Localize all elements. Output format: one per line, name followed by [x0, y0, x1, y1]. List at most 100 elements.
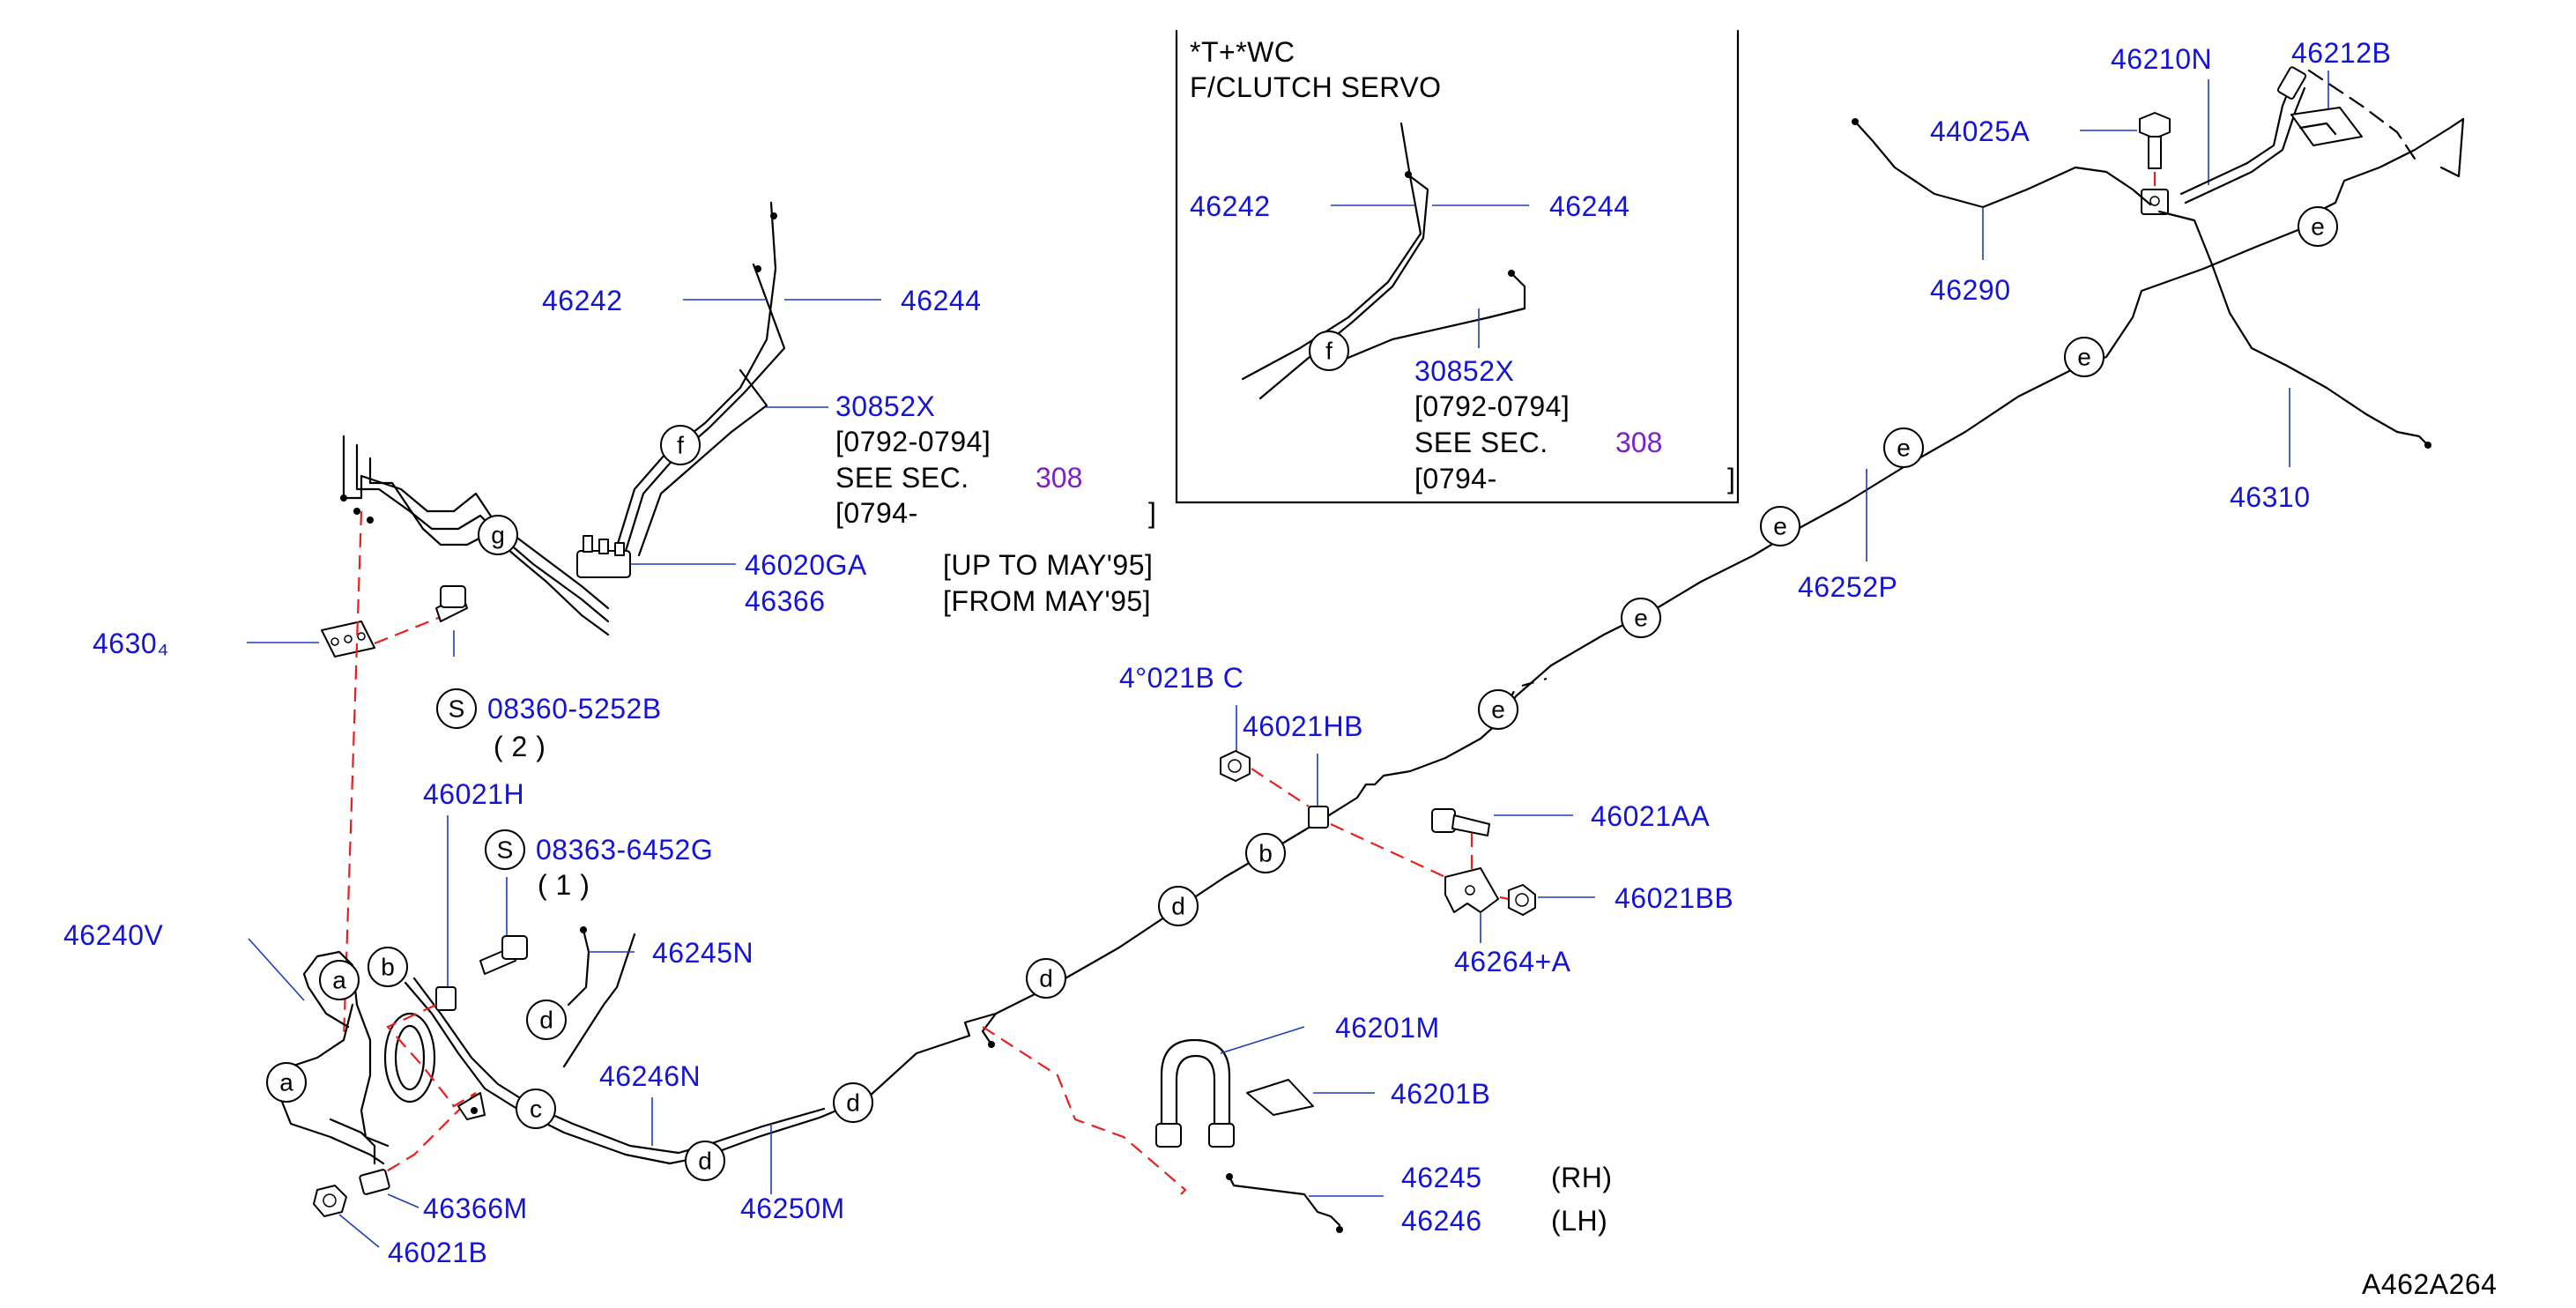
callout-e-5[interactable]	[2064, 337, 2105, 377]
part-46310[interactable]: 46310	[2230, 481, 2310, 513]
inset-range-1: [0792-0794]	[1414, 390, 1570, 422]
callout-g[interactable]	[478, 515, 518, 555]
part-46366m[interactable]: 46366M	[423, 1193, 528, 1224]
inset-see-sec: SEE SEC.	[1414, 427, 1548, 458]
screw-08363-6452g[interactable]: 08363-6452G	[536, 834, 713, 866]
callout-f-inset-label: f	[1325, 338, 1333, 365]
part-46264a[interactable]: 46264+A	[1454, 946, 1571, 977]
inset-part-46244[interactable]: 46244	[1549, 190, 1629, 222]
callout-f[interactable]	[660, 425, 701, 465]
callout-d-5-label: d	[1171, 893, 1185, 920]
part-46021hb[interactable]: 46021HB	[1243, 710, 1363, 742]
part-46244[interactable]: 46244	[901, 285, 981, 316]
part-46212b[interactable]: 46212B	[2291, 37, 2391, 69]
screw-08360-5252b[interactable]: 08360-5252B	[487, 693, 662, 725]
fitting-46210n[interactable]	[2141, 189, 2169, 215]
callout-d-1-label: d	[698, 1148, 712, 1175]
range-2: [0794-	[835, 497, 918, 529]
bolt-08363[interactable]	[479, 935, 528, 975]
bolt-44025a[interactable]	[2139, 112, 2171, 169]
clip-46212b[interactable]	[2290, 107, 2363, 146]
part-46021aa[interactable]: 46021AA	[1591, 800, 1710, 832]
callout-b-left[interactable]	[367, 947, 408, 987]
inset-see-sec-link[interactable]: 308	[1615, 427, 1662, 458]
part-46252p[interactable]: 46252P	[1798, 571, 1897, 603]
callout-e-1[interactable]	[1478, 689, 1518, 730]
callout-d-4[interactable]	[1026, 958, 1066, 999]
bracket-46264a[interactable]	[1444, 867, 1499, 913]
part-46021bc[interactable]: 4°021B C	[1119, 662, 1243, 694]
front-brake-lines: 46242 46244 30852X [0792-0794] SEE SEC. …	[63, 201, 1156, 1268]
nut-46021bc[interactable]	[1220, 750, 1251, 782]
inset-part-46242[interactable]: 46242	[1190, 190, 1270, 222]
callout-g-label: g	[491, 522, 505, 549]
clip-46021h[interactable]	[435, 986, 457, 1011]
part-46021h[interactable]: 46021H	[423, 778, 524, 810]
range-2-close: ]	[1148, 497, 1156, 529]
callout-a-lower[interactable]	[266, 1062, 307, 1103]
callout-d-5[interactable]	[1158, 886, 1199, 926]
part-46290[interactable]: 46290	[1930, 274, 2010, 306]
part-46250m[interactable]: 46250M	[740, 1193, 845, 1224]
callout-c[interactable]	[516, 1089, 556, 1129]
callout-e-1-label: e	[1491, 696, 1505, 724]
part-46242[interactable]: 46242	[542, 285, 622, 316]
nut-46021bb[interactable]	[1508, 884, 1536, 916]
callout-b-left-label: b	[381, 954, 395, 981]
callout-d-3[interactable]	[526, 1000, 567, 1040]
part-46020ga[interactable]: 46020GA	[745, 549, 867, 581]
clip-46201b[interactable]	[1246, 1079, 1314, 1116]
callout-e-2[interactable]	[1621, 598, 1661, 638]
callout-e-3[interactable]	[1760, 506, 1800, 546]
callout-f-inset[interactable]	[1309, 331, 1349, 371]
part-46021b[interactable]: 46021B	[388, 1237, 487, 1268]
bolt-46021aa[interactable]	[1431, 808, 1490, 836]
part-46021bb[interactable]: 46021BB	[1615, 882, 1733, 914]
note-up-to-may95: [UP TO MAY'95]	[943, 549, 1153, 581]
part-46245n[interactable]: 46245N	[652, 937, 753, 969]
part-46240v[interactable]: 46240V	[63, 919, 163, 951]
part-46201b[interactable]: 46201B	[1391, 1078, 1490, 1110]
callout-e-4[interactable]	[1883, 427, 1924, 468]
screw-1-qty: ( 2 )	[494, 731, 546, 762]
part-46366[interactable]: 46366	[745, 585, 825, 617]
part-46246n[interactable]: 46246N	[599, 1060, 701, 1092]
callout-d-4-label: d	[1039, 965, 1053, 992]
sleeve-46366m[interactable]	[359, 1169, 390, 1195]
note-lh: (LH)	[1551, 1205, 1607, 1237]
part-46245[interactable]: 46245	[1401, 1162, 1481, 1193]
callout-b-center[interactable]	[1245, 833, 1286, 873]
part-46210n[interactable]: 46210N	[2111, 43, 2212, 75]
range-1: [0792-0794]	[835, 426, 991, 457]
screw-symbol-1-label: S	[449, 695, 465, 723]
note-rh: (RH)	[1551, 1162, 1613, 1193]
inset-title-line2: F/CLUTCH SERVO	[1190, 71, 1442, 103]
callout-d-2[interactable]	[833, 1082, 873, 1123]
callout-a-lower-label: a	[279, 1069, 293, 1096]
connector-46020ga[interactable]	[576, 535, 631, 578]
callout-f-label: f	[677, 432, 684, 459]
inset-range-2-close: ]	[1727, 463, 1735, 494]
clip-46021hb[interactable]	[1308, 806, 1329, 829]
bracket-4630x[interactable]	[321, 621, 375, 658]
nut-46021b[interactable]	[313, 1185, 347, 1217]
callout-a-upper[interactable]	[319, 960, 360, 1000]
part-4630x[interactable]: 4630₄	[93, 628, 169, 659]
hose-46201m[interactable]	[1155, 1038, 1235, 1148]
inset-part-30852x[interactable]: 30852X	[1414, 355, 1514, 387]
callout-e-6[interactable]	[2298, 206, 2338, 247]
callout-d-1[interactable]	[685, 1141, 725, 1181]
part-46246[interactable]: 46246	[1401, 1205, 1481, 1237]
bolt-08360[interactable]	[435, 585, 468, 622]
see-sec-link[interactable]: 308	[1036, 462, 1082, 494]
callout-e-3-label: e	[1773, 513, 1787, 540]
part-44025a[interactable]: 44025A	[1930, 115, 2030, 147]
part-30852x[interactable]: 30852X	[835, 390, 935, 422]
callout-e-6-label: e	[2311, 213, 2325, 241]
callout-b-center-label: b	[1258, 840, 1273, 867]
inset-box: *T+*WC F/CLUTCH SERVO 46242 46244 f 3085…	[1175, 29, 1740, 504]
callout-d-2-label: d	[846, 1089, 860, 1117]
note-from-may95: [FROM MAY'95]	[943, 585, 1151, 617]
part-46201m[interactable]: 46201M	[1335, 1012, 1440, 1044]
callout-d-3-label: d	[539, 1007, 553, 1034]
